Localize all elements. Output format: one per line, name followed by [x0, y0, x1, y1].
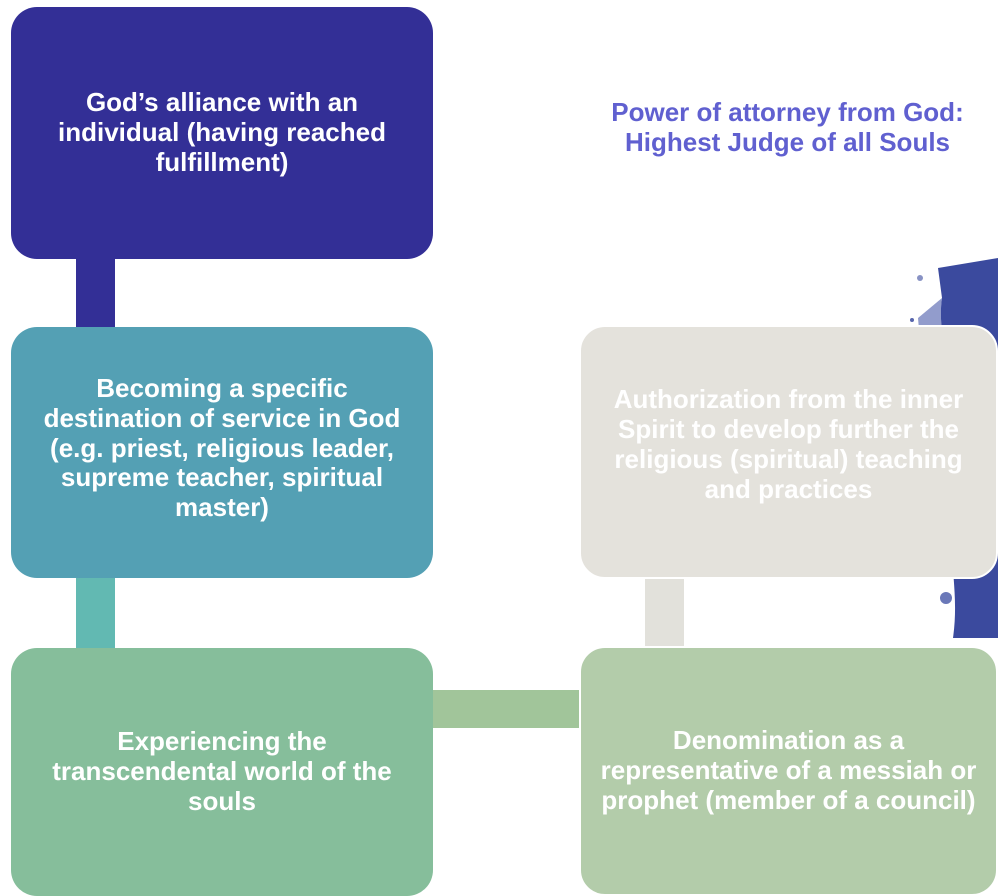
box-experiencing-transcendental-text: Experiencing the transcendental world of…	[52, 726, 392, 816]
box-experiencing-transcendental: Experiencing the transcendental world of…	[11, 648, 433, 896]
box-power-of-attorney-text: Power of attorney from God: Highest Judg…	[611, 97, 964, 157]
box-gods-alliance-text: God’s alliance with an individual (havin…	[58, 87, 386, 177]
box-destination-of-service-text: Becoming a specific destination of servi…	[43, 372, 401, 523]
box-destination-of-service: Becoming a specific destination of servi…	[11, 327, 433, 578]
box-power-of-attorney: Power of attorney from God: Highest Judg…	[577, 7, 998, 259]
box-authorization-inner-spirit: Authorization from the inner Spirit to d…	[579, 325, 998, 579]
box-gods-alliance: God’s alliance with an individual (havin…	[11, 7, 433, 259]
connector-authorization-denomination	[645, 579, 684, 646]
connector-experiencing-denomination	[433, 690, 579, 728]
box-authorization-inner-spirit-text: Authorization from the inner Spirit to d…	[613, 384, 964, 504]
box-denomination-representative-text: Denomination as a representative of a me…	[600, 725, 977, 815]
connector-service-experiencing	[76, 578, 115, 648]
connector-alliance-service	[76, 259, 115, 327]
box-denomination-representative: Denomination as a representative of a me…	[579, 646, 998, 896]
